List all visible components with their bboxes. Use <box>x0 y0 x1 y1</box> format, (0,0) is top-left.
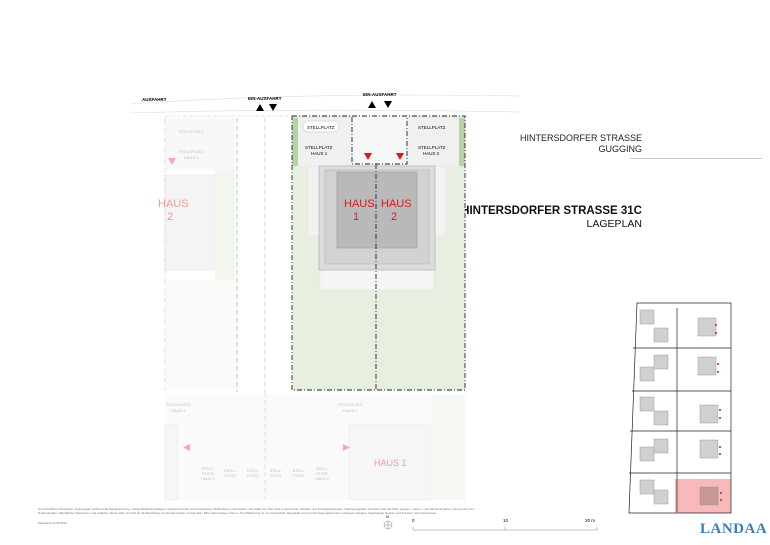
title-divider <box>630 158 762 159</box>
faded-parking-label: HAUS 1 <box>343 408 358 413</box>
parking-label: STELL- <box>224 469 238 473</box>
scale-label-10: 10 <box>503 518 509 523</box>
scale-label-0: 0 <box>412 518 415 523</box>
plot-boundary <box>291 115 466 391</box>
double-house-building <box>318 165 436 271</box>
town-name: GUGGING <box>598 144 642 154</box>
entrance-marker-icon <box>396 153 404 160</box>
faded-parking-label: STELLPLATZ <box>179 149 204 154</box>
street-name: HINTERSDORFER STRASSE <box>519 133 642 143</box>
plan-date: Planstand 22.08.2022 <box>38 521 68 525</box>
lower-parking-row: STELL- PLATZ HAUS 2 STELL- PLATZ STELL- … <box>201 467 329 481</box>
project-title: HINTERSDORFER STRASSE 31C LAGEPLAN <box>461 205 642 231</box>
parking-label: HAUS 2 <box>315 477 329 481</box>
entrance-marker-icon <box>183 444 190 451</box>
entrance-marker-icon <box>364 153 372 160</box>
parking-label-haus2: STELLPLATZ <box>418 145 446 150</box>
plan-type: LAGEPLAN <box>586 218 642 230</box>
parking-label: STELLPLATZ <box>418 125 446 130</box>
faded-parking-label: HAUS 1 <box>171 408 186 413</box>
neighbor-plot-lower <box>164 392 465 501</box>
location-title: HINTERSDORFER STRASSE GUGGING <box>520 133 642 155</box>
parking-label: HAUS 2 <box>201 477 215 481</box>
parking-label: PLATZ <box>202 472 214 476</box>
disclaimer-text: Unverbindliche Planskizze. Änderungen wä… <box>38 507 475 515</box>
project-name: HINTERSDORFER STRASSE 31C <box>461 205 642 217</box>
north-arrow-icon <box>383 520 393 530</box>
scale-bar <box>412 527 598 531</box>
house-2-label: HAUS <box>381 198 412 210</box>
parking-label-haus2: HAUS 2 <box>423 151 440 156</box>
parking-label: STELL- <box>202 467 216 471</box>
terrace <box>319 269 435 291</box>
entry-arrow-icon <box>368 101 376 108</box>
road <box>129 94 521 117</box>
parking-label: PLATZ <box>247 474 259 478</box>
neighbor-plot-left <box>164 118 235 390</box>
parking-label: STELL- <box>247 469 261 473</box>
faded-parking-label: STELLPLATZ <box>166 402 191 407</box>
entry-exit-label-1: EIN-AUSFAHRT <box>248 96 282 101</box>
brand-logo: LANDAA <box>700 521 768 537</box>
house-2-number: 2 <box>391 211 397 223</box>
parking-label: PLATZ <box>316 472 328 476</box>
parking-label: STELL- <box>293 469 307 473</box>
entrance-marker-icon <box>168 158 176 165</box>
exit-arrow-icon <box>269 104 277 111</box>
parking-label: PLATZ <box>270 474 282 478</box>
neighbor-house-label: HAUS 1 <box>374 458 407 468</box>
faded-parking-label: STELLPLATZ <box>179 129 204 134</box>
faded-parking-label: HAUS 2 <box>184 155 199 160</box>
exit-arrow-icon <box>384 101 392 108</box>
access-lane <box>236 118 266 392</box>
scale-label-20: 20 m <box>585 518 595 523</box>
parking-label-haus1: STELLPLATZ <box>305 145 333 150</box>
faded-parking-label: STELLPLATZ <box>338 402 363 407</box>
parking-label: STELL- <box>316 467 330 471</box>
exit-label: AUSFAHRT <box>142 97 167 102</box>
parking-label: STELLPLATZ <box>307 125 335 130</box>
house-1-number: 1 <box>353 211 359 223</box>
parking-label: PLATZ <box>224 474 236 478</box>
entrance-marker-icon <box>343 444 350 451</box>
entry-arrow-icon <box>256 104 264 111</box>
north-label: N <box>386 514 389 519</box>
neighbor-house-label: HAUS <box>158 198 189 210</box>
parking-label: STELL- <box>270 469 284 473</box>
parking-label: PLATZ <box>293 474 305 478</box>
neighbor-house-label: 2 <box>167 211 173 223</box>
overview-map <box>628 302 732 514</box>
parking-label-haus1: HAUS 1 <box>311 151 328 156</box>
house-1-label: HAUS <box>344 198 375 210</box>
entry-exit-label-2: EIN-AUSFAHRT <box>363 92 397 97</box>
